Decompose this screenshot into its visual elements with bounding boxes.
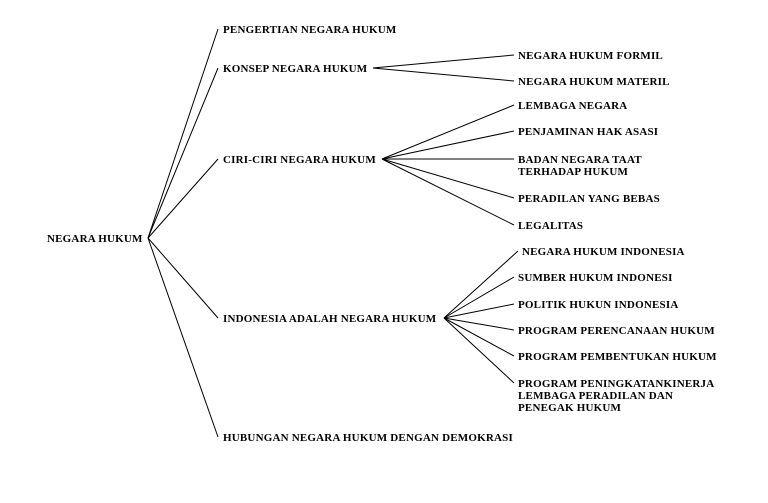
- connector-indo-to-politik: [443, 303, 515, 319]
- branch-hubungan: HUBUNGAN NEGARA HUKUM DENGAN DEMOKRASI: [223, 432, 513, 444]
- leaf-program-perencanaan: PROGRAM PERENCANAAN HUKUM: [518, 325, 715, 337]
- connector-ciri-to-lembaga: [381, 104, 515, 160]
- leaf-formil: NEGARA HUKUM FORMIL: [518, 50, 663, 62]
- branch-indonesia: INDONESIA ADALAH NEGARA HUKUM: [223, 313, 437, 325]
- leaf-lembaga-negara: LEMBAGA NEGARA: [518, 100, 628, 112]
- connector-indo-to-perencanaan: [443, 317, 515, 331]
- branch-ciri-ciri: CIRI-CIRI NEGARA HUKUM: [223, 154, 376, 166]
- connector-ciri-to-legalitas: [381, 158, 515, 226]
- connector-konsep-to-materil: [372, 67, 515, 82]
- connector-indo-to-pembentukan: [443, 317, 515, 357]
- connector-ciri-to-peradilan: [381, 158, 515, 199]
- connector-root-to-indonesia: [147, 237, 219, 319]
- root-node: NEGARA HUKUM: [47, 233, 143, 245]
- connector-konsep-to-formil: [372, 54, 515, 69]
- leaf-negara-hukum-indonesia: NEGARA HUKUM INDONESIA: [522, 246, 685, 258]
- leaf-legalitas: LEGALITAS: [518, 220, 584, 232]
- leaf-sumber-hukum: SUMBER HUKUM INDONESI: [518, 272, 673, 284]
- connector-root-to-hubungan: [147, 237, 219, 438]
- leaf-program-peningkatan: PROGRAM PENINGKATANKINERJA LEMBAGA PERAD…: [518, 378, 715, 414]
- leaf-penjaminan-hak-asasi: PENJAMINAN HAK ASASI: [518, 126, 659, 138]
- connector-indo-to-peningkatan: [443, 317, 515, 384]
- leaf-politik-hukum: POLITIK HUKUN INDONESIA: [518, 299, 679, 311]
- branch-konsep: KONSEP NEGARA HUKUM: [223, 63, 368, 75]
- leaf-badan-negara-taat: BADAN NEGARA TAAT TERHADAP HUKUM: [518, 154, 642, 178]
- leaf-materil: NEGARA HUKUM MATERIL: [518, 76, 670, 88]
- connector-ciri-to-penjaminan: [381, 130, 515, 160]
- connector-root-to-ciri-ciri: [147, 158, 219, 239]
- connector-indo-to-negara: [443, 250, 519, 319]
- leaf-program-pembentukan: PROGRAM PEMBENTUKAN HUKUM: [518, 351, 717, 363]
- connector-root-to-pengertian: [147, 28, 219, 239]
- leaf-peradilan-bebas: PERADILAN YANG BEBAS: [518, 193, 660, 205]
- connector-indo-to-sumber: [443, 276, 515, 319]
- connector-root-to-konsep: [147, 67, 219, 239]
- branch-pengertian: PENGERTIAN NEGARA HUKUM: [223, 24, 397, 36]
